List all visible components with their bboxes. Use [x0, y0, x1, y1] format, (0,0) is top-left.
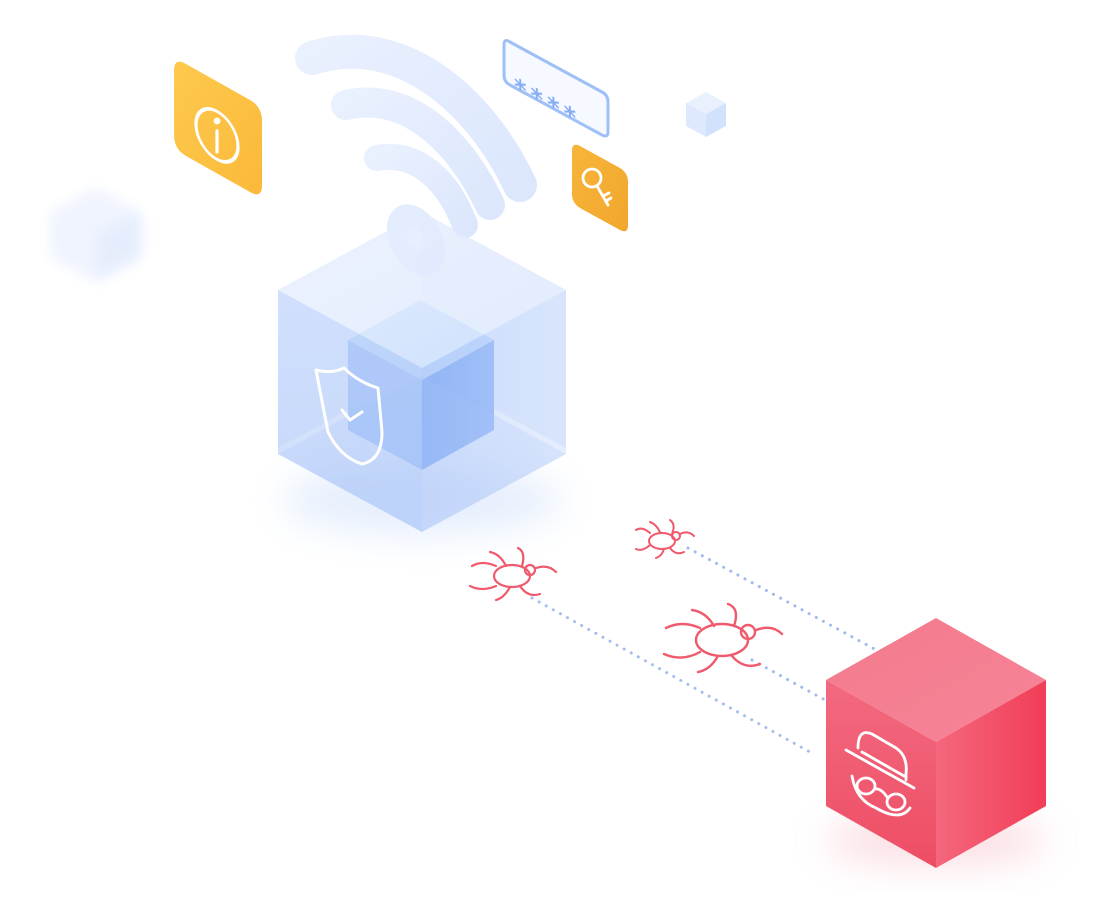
key-icon	[581, 167, 613, 207]
shield-check-icon	[314, 366, 384, 466]
secure-cube	[278, 212, 566, 536]
threat-cube	[826, 618, 1046, 868]
incognito-spy-icon	[844, 731, 916, 817]
bug-icon	[635, 519, 695, 559]
bug-icon	[662, 602, 784, 674]
attack-trails	[530, 546, 882, 754]
info-icon	[194, 107, 240, 164]
password-field: ****	[502, 39, 610, 138]
blurred-cube-decoration	[50, 188, 142, 282]
key-tile	[572, 144, 628, 232]
small-cube-decoration	[686, 92, 726, 137]
info-tile	[174, 61, 262, 195]
bug-icon	[468, 546, 558, 602]
